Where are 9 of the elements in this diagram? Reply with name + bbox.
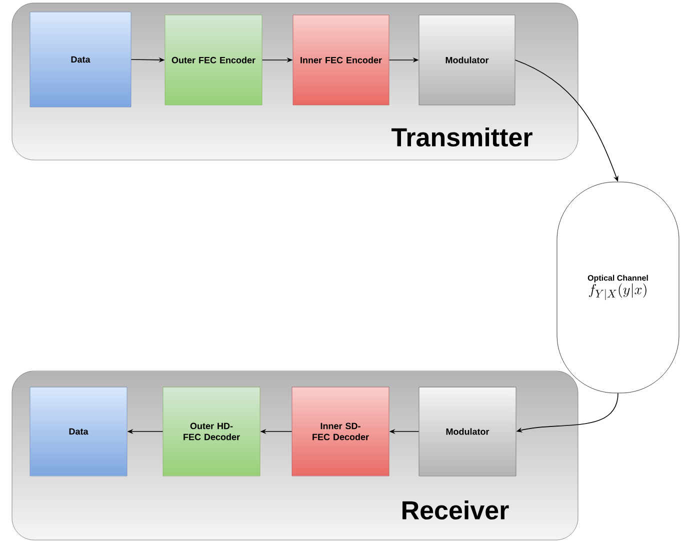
process-box: Inner SD-FEC Decoder: [292, 386, 390, 476]
process-box: Data: [30, 386, 128, 476]
process-box: Modulator: [418, 14, 516, 106]
process-box: Outer FEC Encoder: [164, 14, 262, 106]
process-box: Inner FEC Encoder: [292, 14, 390, 106]
process-box: Outer HD-FEC Decoder: [162, 386, 260, 476]
channel-node: Optical Channel $f_{Y|X}(y|x)$: [556, 182, 680, 394]
process-box: Data: [30, 12, 132, 108]
process-box: Modulator: [418, 386, 516, 476]
